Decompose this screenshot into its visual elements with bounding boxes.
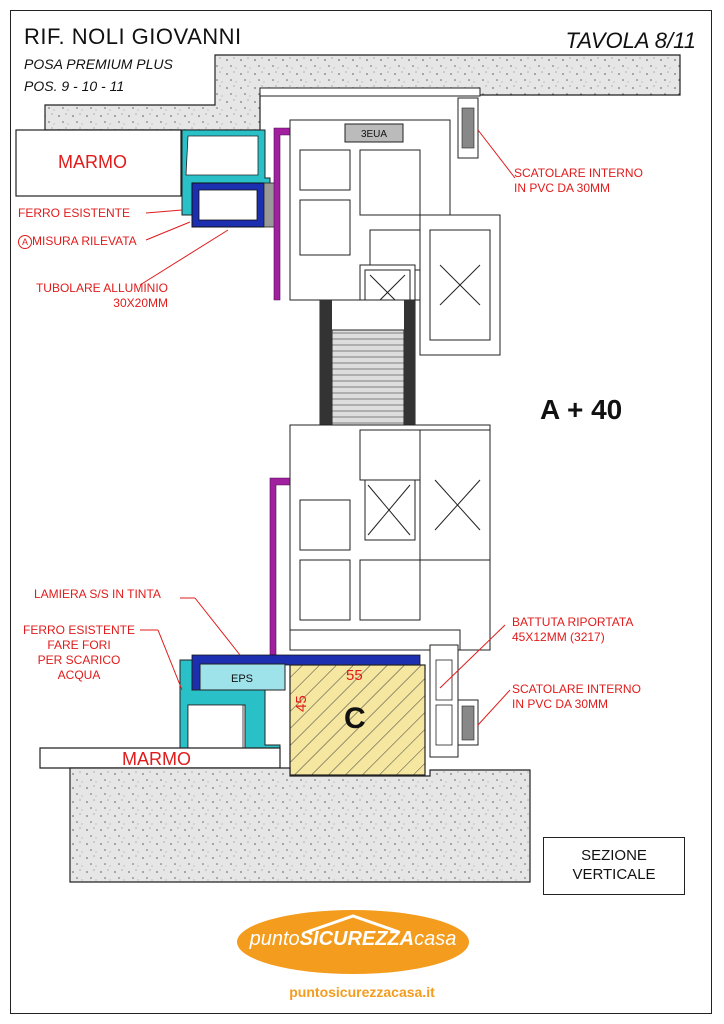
- lower-frame-profile: [289, 424, 491, 651]
- iron-existing-label: FERRO ESISTENTE: [18, 206, 131, 220]
- pvc-box-top-label-2: IN PVC DA 30MM: [514, 181, 611, 195]
- project-title: RIF. NOLI GIOVANNI: [24, 24, 242, 49]
- pvc-box-top-label-1: SCATOLARE INTERNO: [514, 166, 643, 180]
- tube-label-1: TUBOLARE ALLUMINIO: [35, 281, 168, 295]
- sheet-number: TAVOLA 8/11: [565, 28, 696, 53]
- dimension-45: 45: [293, 695, 310, 712]
- pvc-box-bottom-label: SCATOLARE INTERNO IN PVC DA 30MM: [512, 682, 641, 712]
- eps-insulation: [199, 663, 286, 691]
- pvc-box-bottom-label-1: SCATOLARE INTERNO: [512, 682, 641, 696]
- pvc-box-bottom-label-2: IN PVC DA 30MM: [512, 697, 609, 711]
- marble-top-label: MARMO: [58, 152, 127, 172]
- iron-bottom-label-2: FARE FORI: [47, 638, 111, 652]
- project-subtitle: POSA PREMIUM PLUS: [24, 56, 173, 72]
- measure-mark: A: [18, 235, 32, 249]
- house-roof-icon: [306, 914, 400, 934]
- marble-bottom-label: MARMO: [122, 749, 191, 769]
- block-c-label: C: [344, 702, 366, 735]
- pvc-box-top-label: SCATOLARE INTERNO IN PVC DA 30MM: [514, 166, 643, 196]
- upper-frame-profile: [289, 119, 501, 356]
- brand-logo: puntoSICUREZZAcasa: [237, 910, 469, 974]
- battuta-label: BATTUTA RIPORTATA 45X12MM (3217): [512, 615, 633, 645]
- tube-label-2: 30X20MM: [113, 296, 168, 310]
- marble-top: [15, 129, 182, 197]
- iron-bottom-label-1: FERRO ESISTENTE: [22, 623, 135, 637]
- leader-lines: [139, 129, 516, 726]
- brand-pre: punto: [249, 928, 300, 950]
- project-positions: POS. 9 - 10 - 11: [24, 78, 125, 94]
- block-c: [289, 664, 426, 776]
- dimension-55: 55: [346, 667, 363, 684]
- dimension-a-plus: A + 40: [540, 394, 623, 425]
- section-title-1: SEZIONE: [581, 847, 647, 864]
- lamiera-label: LAMIERA S/S IN TINTA: [34, 587, 161, 601]
- bottom-sill: [69, 767, 531, 883]
- brand-post: casa: [414, 928, 457, 950]
- battuta-label-2: 45X12MM (3217): [512, 630, 605, 644]
- seal-top: [344, 123, 404, 143]
- seal-top-label: 3EUA: [361, 129, 387, 140]
- section-title-2: VERTICALE: [572, 866, 656, 883]
- section-title-box: SEZIONE VERTICALE: [543, 837, 685, 895]
- measure-text: MISURA RILEVATA: [32, 234, 137, 248]
- brand-logo-text: puntoSICUREZZAcasa: [237, 928, 469, 951]
- iron-bottom-label-4: ACQUA: [57, 668, 101, 682]
- tube-label: TUBOLARE ALLUMINIO 30X20MM: [18, 281, 168, 311]
- eps-label: EPS: [231, 673, 253, 685]
- iron-bottom-label: FERRO ESISTENTE FARE FORI PER SCARICO AC…: [14, 623, 144, 683]
- sheet-frame: [10, 10, 712, 1014]
- brand-mid: SICUREZZA: [299, 928, 415, 950]
- iron-bottom-label-3: PER SCARICO: [37, 653, 121, 667]
- battuta-label-1: BATTUTA RIPORTATA: [512, 615, 634, 629]
- brand-url[interactable]: puntosicurezzacasa.it: [289, 984, 435, 1000]
